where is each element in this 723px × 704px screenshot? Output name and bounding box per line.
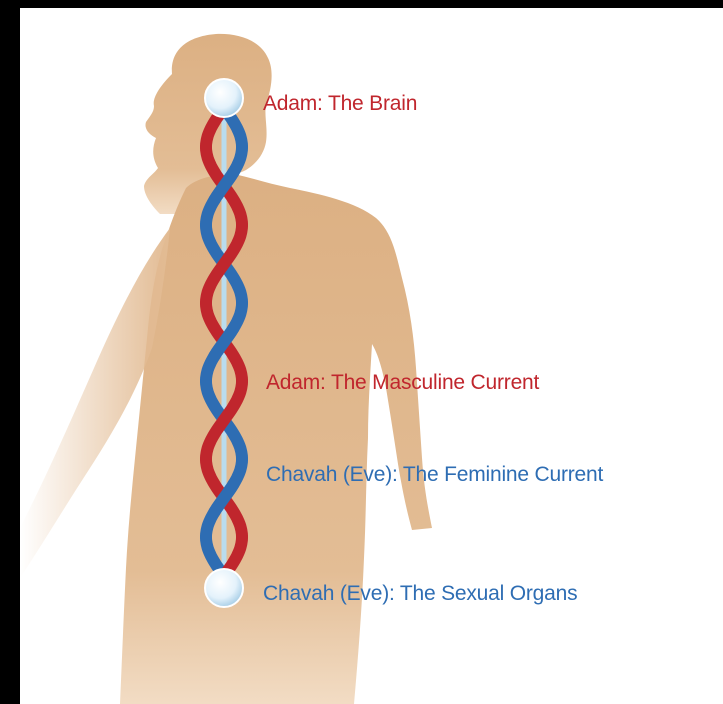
brain-label: Adam: The Brain (263, 92, 417, 116)
masculine-current-label: Adam: The Masculine Current (266, 371, 539, 395)
sexual-organs-label: Chavah (Eve): The Sexual Organs (263, 582, 577, 606)
feminine-current-label: Chavah (Eve): The Feminine Current (266, 463, 603, 487)
brain-node (205, 79, 243, 117)
sexual-organs-node (205, 569, 243, 607)
diagram-panel: Adam: The Brain Adam: The Masculine Curr… (20, 8, 723, 704)
